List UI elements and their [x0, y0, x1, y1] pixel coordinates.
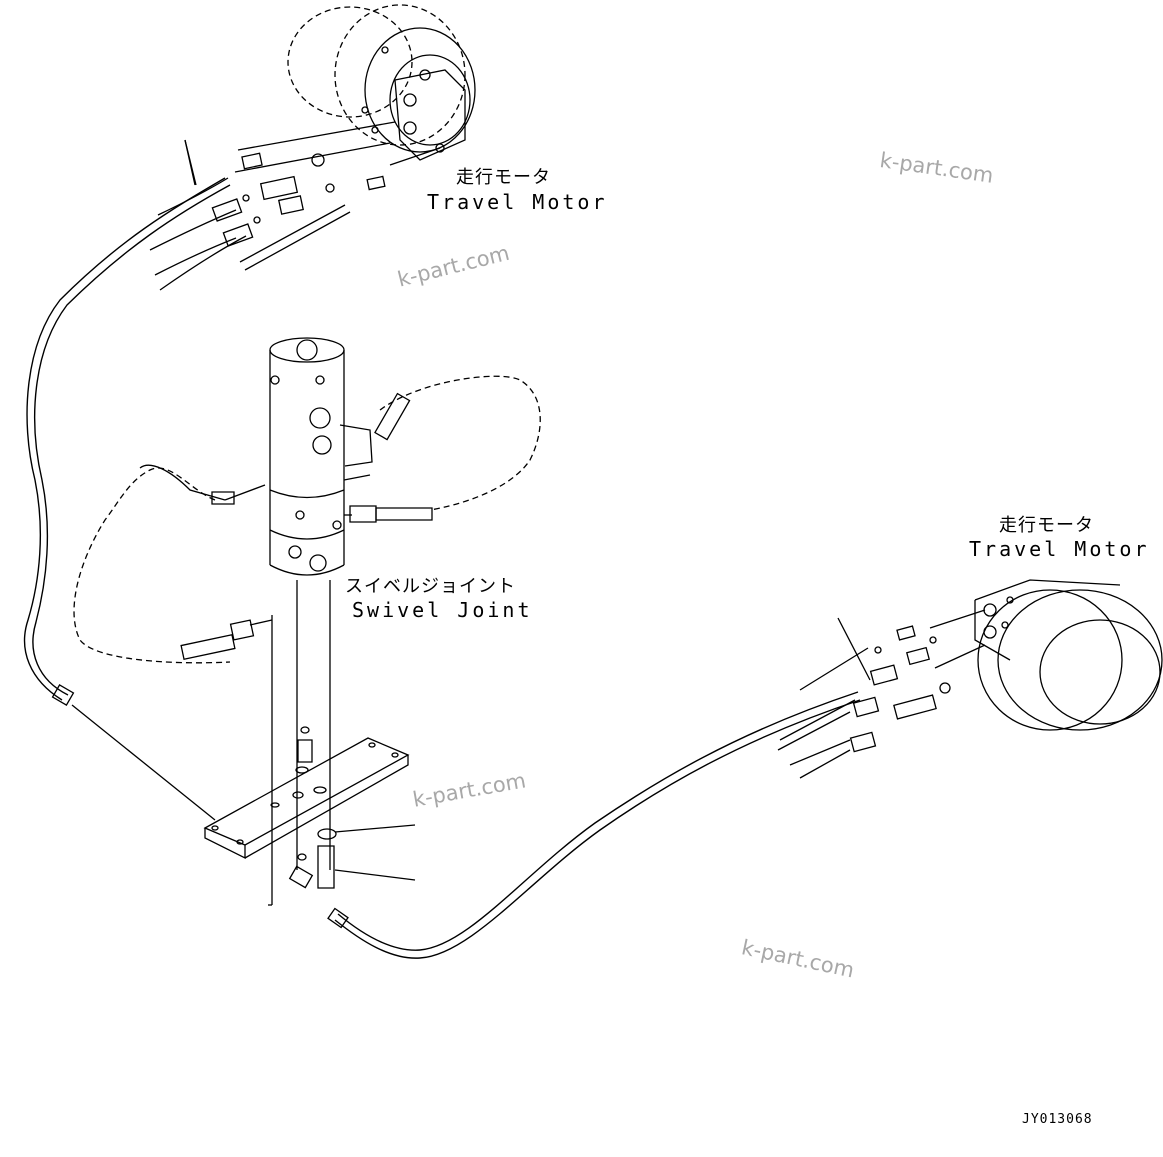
swivel-joint-label-en: Swivel Joint: [352, 598, 533, 622]
drawing-code: JY013068: [1022, 1112, 1093, 1127]
right-motor-fittings: [778, 610, 985, 778]
travel-motor-top: [288, 5, 475, 160]
top-motor-fittings: [235, 122, 440, 223]
travel-motor-top-label-jp: 走行モータ: [456, 167, 551, 188]
travel-motor-right: [975, 580, 1162, 730]
main-pipe-right: [328, 692, 860, 958]
main-pipe-left: [25, 178, 230, 820]
swivel-right-hoses: [344, 376, 540, 522]
swivel-lower-fittings: [290, 580, 336, 888]
swivel-joint-label-jp: スイベルジョイント: [345, 576, 516, 597]
bracket-plate: [205, 738, 415, 905]
swivel-joint: [270, 338, 372, 575]
travel-motor-right-label-en: Travel Motor: [969, 537, 1150, 561]
leader-lines: [185, 140, 196, 185]
swivel-left-hoses: [74, 465, 272, 905]
travel-motor-right-label-jp: 走行モータ: [999, 515, 1094, 536]
travel-motor-top-label-en: Travel Motor: [427, 190, 608, 214]
